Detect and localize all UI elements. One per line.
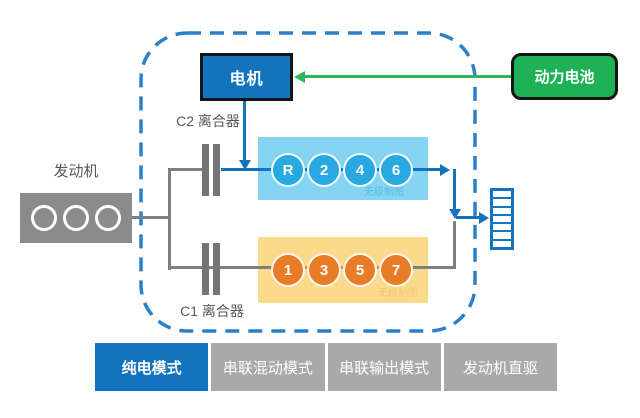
even-output-down-line [453, 169, 456, 210]
c1-clutch-label: C1 离合器 [180, 303, 244, 319]
drive-mode-tab-bar: 纯电模式 串联混动模式 串联输出模式 发动机直驱 [95, 343, 557, 391]
gear-circle-7: 7 [379, 253, 413, 287]
tab-ev-mode[interactable]: 纯电模式 [95, 343, 209, 391]
battery-power-line [305, 75, 511, 78]
gear-circle-5: 5 [343, 253, 377, 287]
gear-circle-2: 2 [307, 153, 341, 187]
battery-label: 动力电池 [534, 69, 595, 86]
final-output-line [456, 216, 480, 219]
motor-box: 电机 [200, 53, 293, 101]
c2-clutch-plate [202, 144, 209, 196]
battery-to-motor-arrow [294, 71, 305, 83]
output-right-arrow [479, 212, 489, 224]
c1-clutch-plate [202, 243, 209, 295]
odd-gear-connector-line [288, 266, 396, 269]
gear-circle-6: 6 [379, 153, 413, 187]
gear-circle-R: R [271, 153, 305, 187]
engine-box [20, 193, 132, 243]
motor-input-line [243, 101, 246, 161]
gearbox-boundary-outline [139, 31, 477, 333]
tab-engine-direct-drive[interactable]: 发动机直驱 [443, 343, 557, 391]
c2-clutch-label: C2 离合器 [176, 113, 240, 129]
motor-to-shaft-arrow [239, 160, 251, 170]
engine-cylinder-icon [63, 205, 89, 231]
engine-output-line [132, 216, 170, 219]
input-shaft-line [168, 168, 171, 270]
engine-label: 发动机 [53, 163, 99, 180]
final-drive-ladder-icon [490, 188, 514, 250]
gear-circle-1: 1 [271, 253, 305, 287]
gear-circle-4: 4 [343, 153, 377, 187]
odd-output-up-line [453, 221, 456, 268]
c1-clutch-plate [213, 243, 220, 295]
tab-series-hybrid-mode[interactable]: 串联混动模式 [211, 343, 325, 391]
gear-circle-3: 3 [307, 253, 341, 287]
tab-series-output-mode[interactable]: 串联输出模式 [327, 343, 441, 391]
motor-label: 电机 [229, 71, 264, 88]
engine-cylinder-icon [95, 205, 121, 231]
c2-clutch-plate [213, 144, 220, 196]
even-shaft-right-arrow [440, 164, 450, 176]
c2-branch-line [170, 168, 204, 171]
junction-down-arrow [449, 209, 461, 219]
engine-cylinder-icon [31, 205, 57, 231]
power-battery-box: 动力电池 [511, 53, 618, 100]
